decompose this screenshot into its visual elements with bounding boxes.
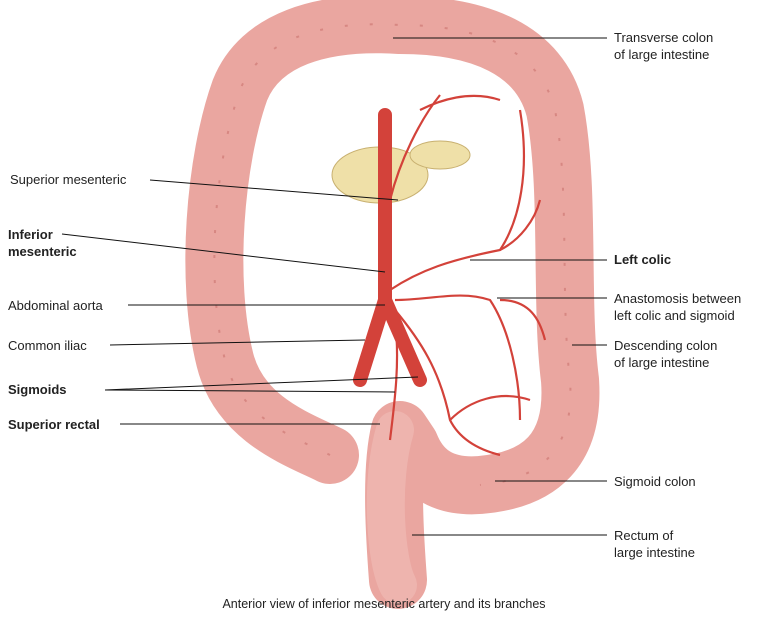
colon: [185, 0, 600, 609]
label-line: mesenteric: [8, 244, 77, 259]
label-line: of large intestine: [614, 355, 710, 370]
arterial-branches: [388, 94, 547, 457]
figure-caption: Anterior view of inferior mesenteric art…: [222, 597, 546, 611]
label-left-colic: Left colic: [614, 252, 672, 267]
label-line: Transverse colon: [614, 30, 714, 45]
label-anastomosis: Anastomosis between left colic and sigmo…: [614, 290, 741, 324]
rectum: [366, 411, 417, 604]
label-line: of large intestine: [614, 47, 710, 62]
label-abdominal-aorta: Abdominal aorta: [8, 298, 103, 313]
label-rectum: Rectum of large intestine: [614, 527, 695, 561]
label-transverse-colon: Transverse colon of large intestine: [614, 29, 713, 63]
label-line: Inferior: [8, 227, 53, 242]
label-descending-colon: Descending colon of large intestine: [614, 337, 717, 371]
label-line: left colic and sigmoid: [614, 308, 735, 323]
leader-lines: [61, 37, 607, 536]
label-line: Descending colon: [614, 338, 718, 353]
label-common-iliac: Common iliac: [8, 338, 87, 353]
aorta: [353, 108, 427, 387]
label-inferior-mesenteric: Inferior mesenteric: [8, 226, 77, 260]
label-line: Anastomosis between: [614, 291, 742, 306]
label-line: large intestine: [614, 545, 695, 560]
label-superior-rectal: Superior rectal: [8, 417, 100, 432]
pancreas-tail: [409, 140, 471, 170]
label-sigmoids: Sigmoids: [8, 382, 67, 397]
label-superior-mesenteric: Superior mesenteric: [10, 172, 127, 187]
label-line: Rectum of: [614, 528, 674, 543]
label-sigmoid-colon: Sigmoid colon: [614, 474, 696, 489]
